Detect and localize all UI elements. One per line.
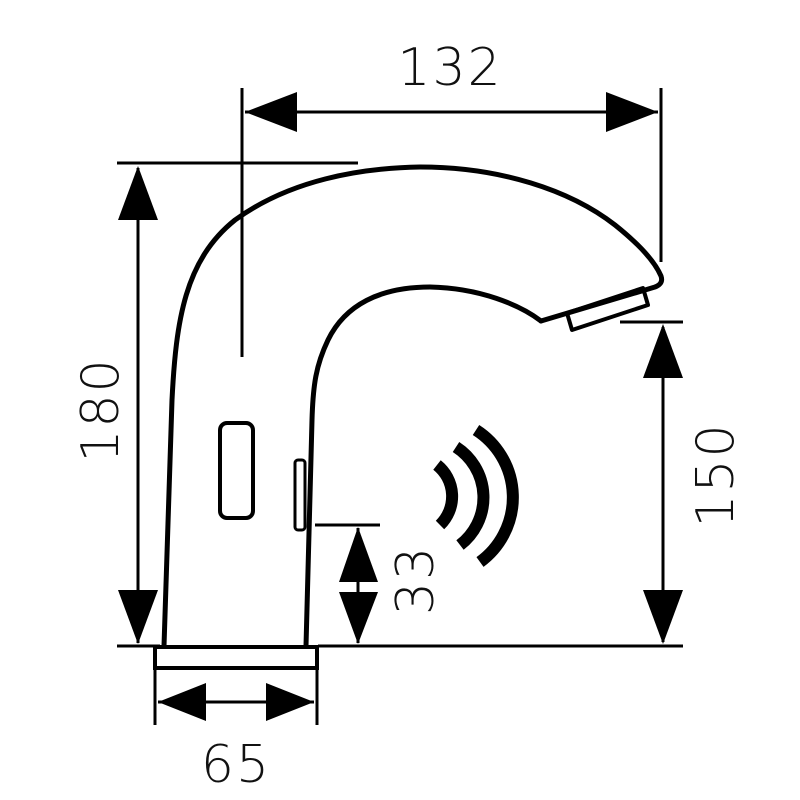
- sensor-window: [218, 421, 255, 520]
- faucet-outer-contour: [161, 164, 665, 649]
- base-plate-rect: [153, 645, 319, 670]
- side-sensor-button: [293, 458, 307, 532]
- arrow-33-bottom: [339, 592, 378, 644]
- sensor-waves-icon: [433, 424, 519, 567]
- dim-label-33: 33: [386, 545, 446, 615]
- arrowheads: [118, 92, 683, 721]
- arrow-33-top: [339, 527, 378, 582]
- arrow-150-bottom: [643, 590, 683, 644]
- dim-label-65: 65: [201, 735, 271, 795]
- arrow-132-right: [606, 92, 658, 132]
- aerator: [565, 286, 650, 332]
- arrow-65-left: [158, 683, 206, 721]
- dim-label-150: 150: [686, 422, 746, 527]
- dim-label-132: 132: [397, 38, 502, 98]
- faucet-body: [161, 164, 665, 649]
- arrow-65-right: [266, 683, 314, 721]
- arrow-150-top: [643, 324, 683, 378]
- dim-label-180: 180: [71, 357, 131, 462]
- base-plate: [153, 645, 319, 670]
- faucet-inner-contour: [303, 284, 544, 649]
- arrow-132-left: [245, 92, 297, 132]
- dimension-lines: [117, 88, 683, 725]
- arrow-180-bottom: [118, 590, 158, 644]
- arrow-180-top: [118, 166, 158, 220]
